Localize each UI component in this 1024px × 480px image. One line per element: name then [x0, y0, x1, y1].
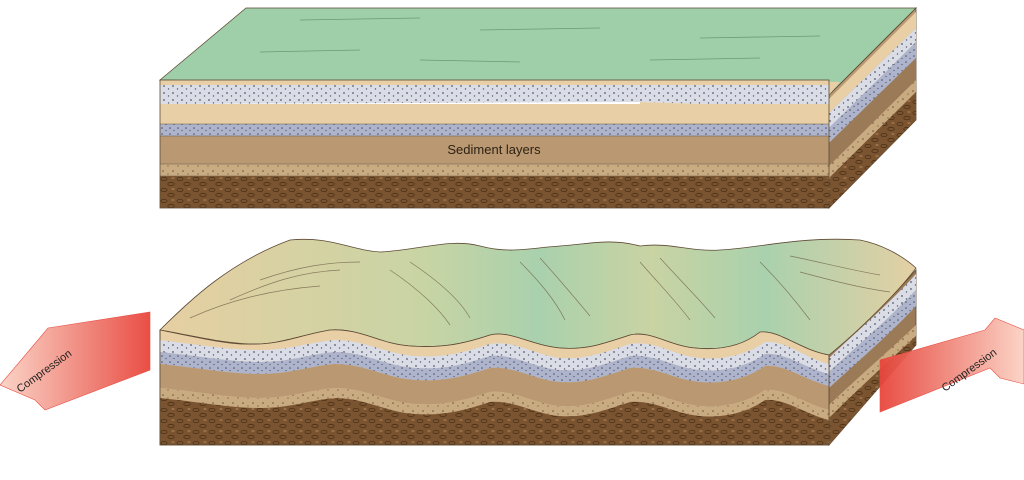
left-compression-arrow: Compression	[0, 311, 151, 411]
folded-surface	[159, 238, 917, 356]
sediment-layers-label: Sediment layers	[447, 142, 541, 157]
flat-sediment-block: Sediment layers	[158, 7, 917, 209]
folded-sediment-block	[159, 238, 917, 447]
